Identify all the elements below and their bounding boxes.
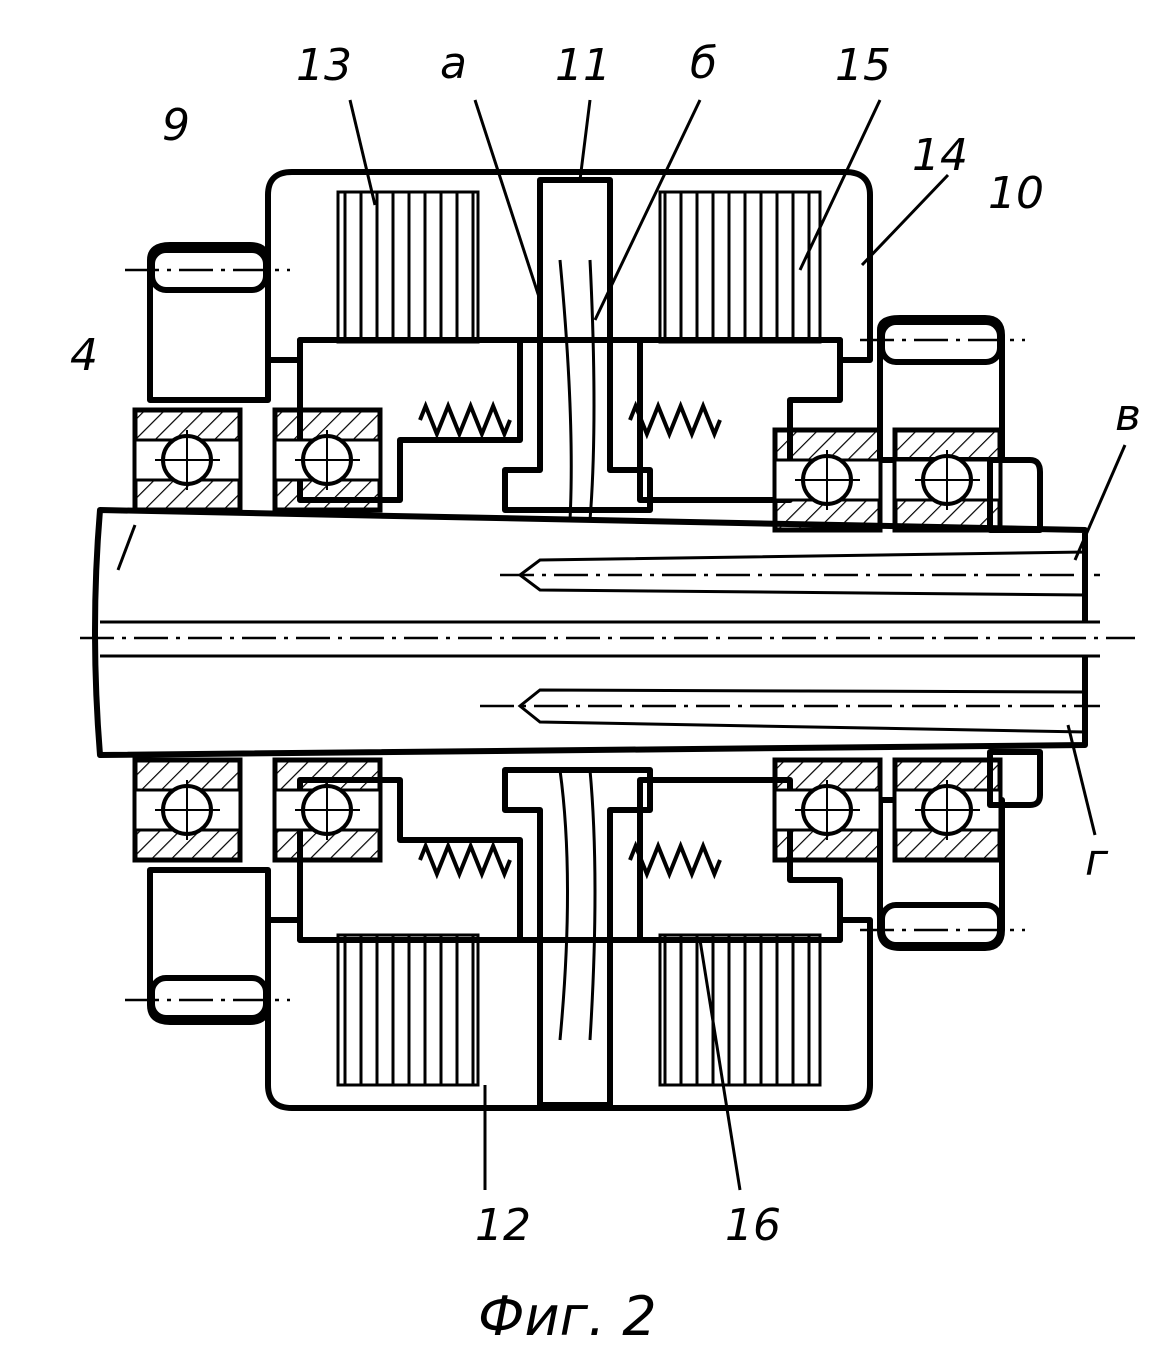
spring-coil bbox=[630, 846, 720, 874]
label-12: 12 bbox=[475, 1200, 531, 1251]
disc-pack-lower-right bbox=[660, 935, 820, 1085]
figure-caption: Фиг. 2 bbox=[478, 1285, 657, 1348]
bearing bbox=[275, 410, 380, 510]
label-16: 16 bbox=[725, 1200, 781, 1251]
main-shaft bbox=[80, 510, 1135, 755]
disc-pack-upper-right bbox=[660, 192, 820, 342]
label-4: 4 bbox=[70, 330, 98, 381]
label-b: б bbox=[690, 38, 717, 89]
label-15: 15 bbox=[835, 40, 891, 91]
label-9: 9 bbox=[162, 100, 190, 151]
bearing bbox=[135, 410, 240, 510]
label-10: 10 bbox=[988, 168, 1044, 219]
label-13: 13 bbox=[296, 40, 352, 91]
label-11: 11 bbox=[555, 40, 611, 91]
bearing bbox=[895, 430, 1000, 530]
spring-coil bbox=[420, 846, 510, 874]
bearing bbox=[135, 760, 240, 860]
bearing bbox=[775, 430, 880, 530]
label-g: г bbox=[1085, 835, 1109, 886]
spring-coil bbox=[420, 406, 510, 434]
label-a: а bbox=[440, 38, 467, 89]
spring-coil bbox=[630, 406, 720, 434]
bearing bbox=[275, 760, 380, 860]
bearing bbox=[775, 760, 880, 860]
bearing bbox=[895, 760, 1000, 860]
label-v: в bbox=[1115, 390, 1141, 441]
label-14: 14 bbox=[912, 130, 968, 181]
